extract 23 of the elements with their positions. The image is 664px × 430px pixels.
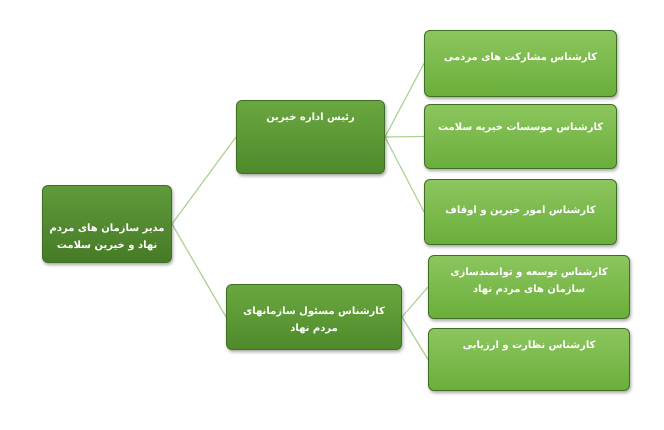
- lead-expert-box: [226, 284, 402, 350]
- connector-line: [384, 136, 425, 212]
- box-label: کارشناس نظارت و ارزیابی: [462, 339, 596, 353]
- connector-line: [384, 63, 425, 138]
- box-label: کارشناس مشارکت های مردمی: [442, 51, 598, 65]
- box-label: کارشناس مسئول سازمانهای مردم نهاد: [242, 305, 386, 336]
- connector-line: [171, 224, 227, 318]
- head-box: [236, 100, 385, 174]
- manager-box: [42, 185, 172, 263]
- connector-line: [401, 316, 429, 360]
- expert-box: [424, 30, 617, 97]
- connector-line: [385, 136, 424, 138]
- box-label: کارشناس موسسات خیریه سلامت: [436, 121, 604, 135]
- box-label: کارشناس امور خیرین و اوقاف: [444, 204, 597, 218]
- connector-line: [171, 136, 237, 224]
- connector-line: [402, 286, 428, 318]
- expert-box: [424, 179, 617, 245]
- expert-box: [424, 104, 617, 169]
- box-label: مدیر سازمان های مردم نهاد و خیرین سلامت: [49, 222, 165, 253]
- box-label: کارشناس توسعه و توانمندسازی سازمان های مردم نهاد: [449, 266, 609, 297]
- expert-box: [428, 328, 630, 391]
- box-label: رئیس اداره خیرین: [265, 111, 356, 125]
- expert-box: [428, 255, 630, 319]
